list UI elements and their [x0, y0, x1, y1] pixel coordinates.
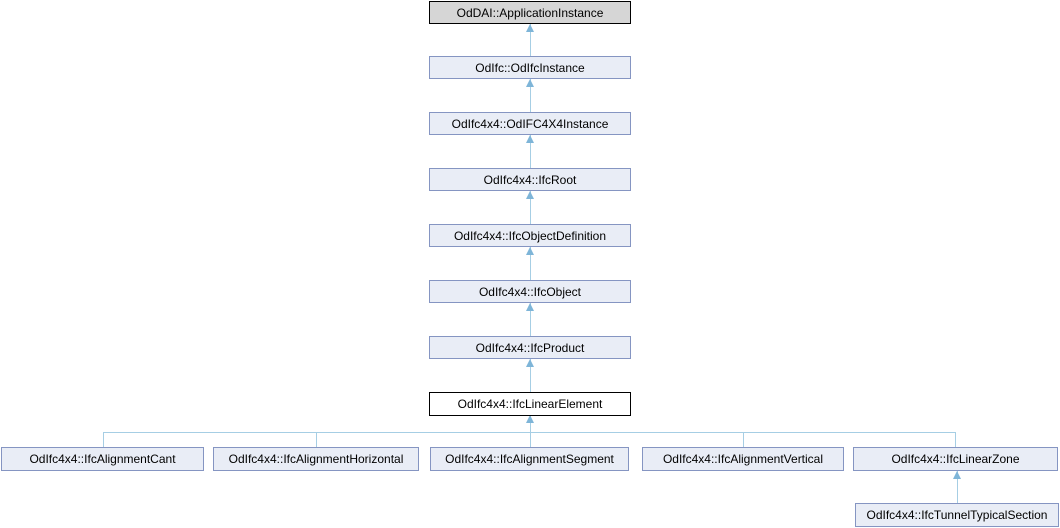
inheritance-edge [530, 415, 531, 447]
inheritance-edge [103, 432, 104, 447]
inheritance-edge [530, 24, 531, 56]
class-node-odifc4x4-ifcobjectdefinition[interactable]: OdIfc4x4::IfcObjectDefinition [429, 224, 631, 247]
arrowhead-up-icon [953, 471, 961, 479]
inheritance-edge [530, 303, 531, 336]
inheritance-edge [316, 432, 317, 447]
arrowhead-up-icon [526, 303, 534, 311]
arrowhead-up-icon [526, 247, 534, 255]
inheritance-edge [957, 471, 958, 503]
class-node-odifc4x4-ifcroot[interactable]: OdIfc4x4::IfcRoot [429, 168, 631, 191]
class-node-odifc4x4-ifctunneltypicalsection[interactable]: OdIfc4x4::IfcTunnelTypicalSection [855, 503, 1059, 527]
arrowhead-up-icon [526, 415, 534, 423]
inheritance-edge [743, 432, 744, 447]
class-node-odifc4x4-ifcproduct[interactable]: OdIfc4x4::IfcProduct [429, 336, 631, 359]
inheritance-edge [955, 432, 956, 447]
class-node-odifc4x4-ifcobject[interactable]: OdIfc4x4::IfcObject [429, 280, 631, 303]
arrowhead-up-icon [526, 359, 534, 367]
inheritance-edge [530, 359, 531, 392]
class-node-odifc4x4-ifcalignmentsegment[interactable]: OdIfc4x4::IfcAlignmentSegment [430, 447, 629, 471]
arrowhead-up-icon [526, 135, 534, 143]
class-node-odifc4x4-ifcalignmentcant[interactable]: OdIfc4x4::IfcAlignmentCant [1, 447, 204, 471]
class-node-odifc-odifcinstance[interactable]: OdIfc::OdIfcInstance [429, 56, 631, 79]
inheritance-edge [530, 79, 531, 112]
inheritance-edge [530, 191, 531, 224]
arrowhead-up-icon [526, 191, 534, 199]
class-node-odifc4x4-ifclinearelement: OdIfc4x4::IfcLinearElement [429, 392, 631, 416]
arrowhead-up-icon [526, 24, 534, 32]
class-node-oddai-applicationinstance: OdDAI::ApplicationInstance [429, 1, 631, 24]
arrowhead-up-icon [526, 79, 534, 87]
class-node-odifc4x4-ifcalignmenthorizontal[interactable]: OdIfc4x4::IfcAlignmentHorizontal [213, 447, 419, 471]
class-node-odifc4x4-odifc4x4instance[interactable]: OdIfc4x4::OdIFC4X4Instance [429, 112, 631, 135]
class-node-odifc4x4-ifcalignmentvertical[interactable]: OdIfc4x4::IfcAlignmentVertical [642, 447, 844, 471]
inheritance-edge [530, 247, 531, 280]
inheritance-edge [530, 135, 531, 168]
inheritance-rail [103, 432, 956, 433]
class-node-odifc4x4-ifclinearzone[interactable]: OdIfc4x4::IfcLinearZone [853, 447, 1058, 471]
